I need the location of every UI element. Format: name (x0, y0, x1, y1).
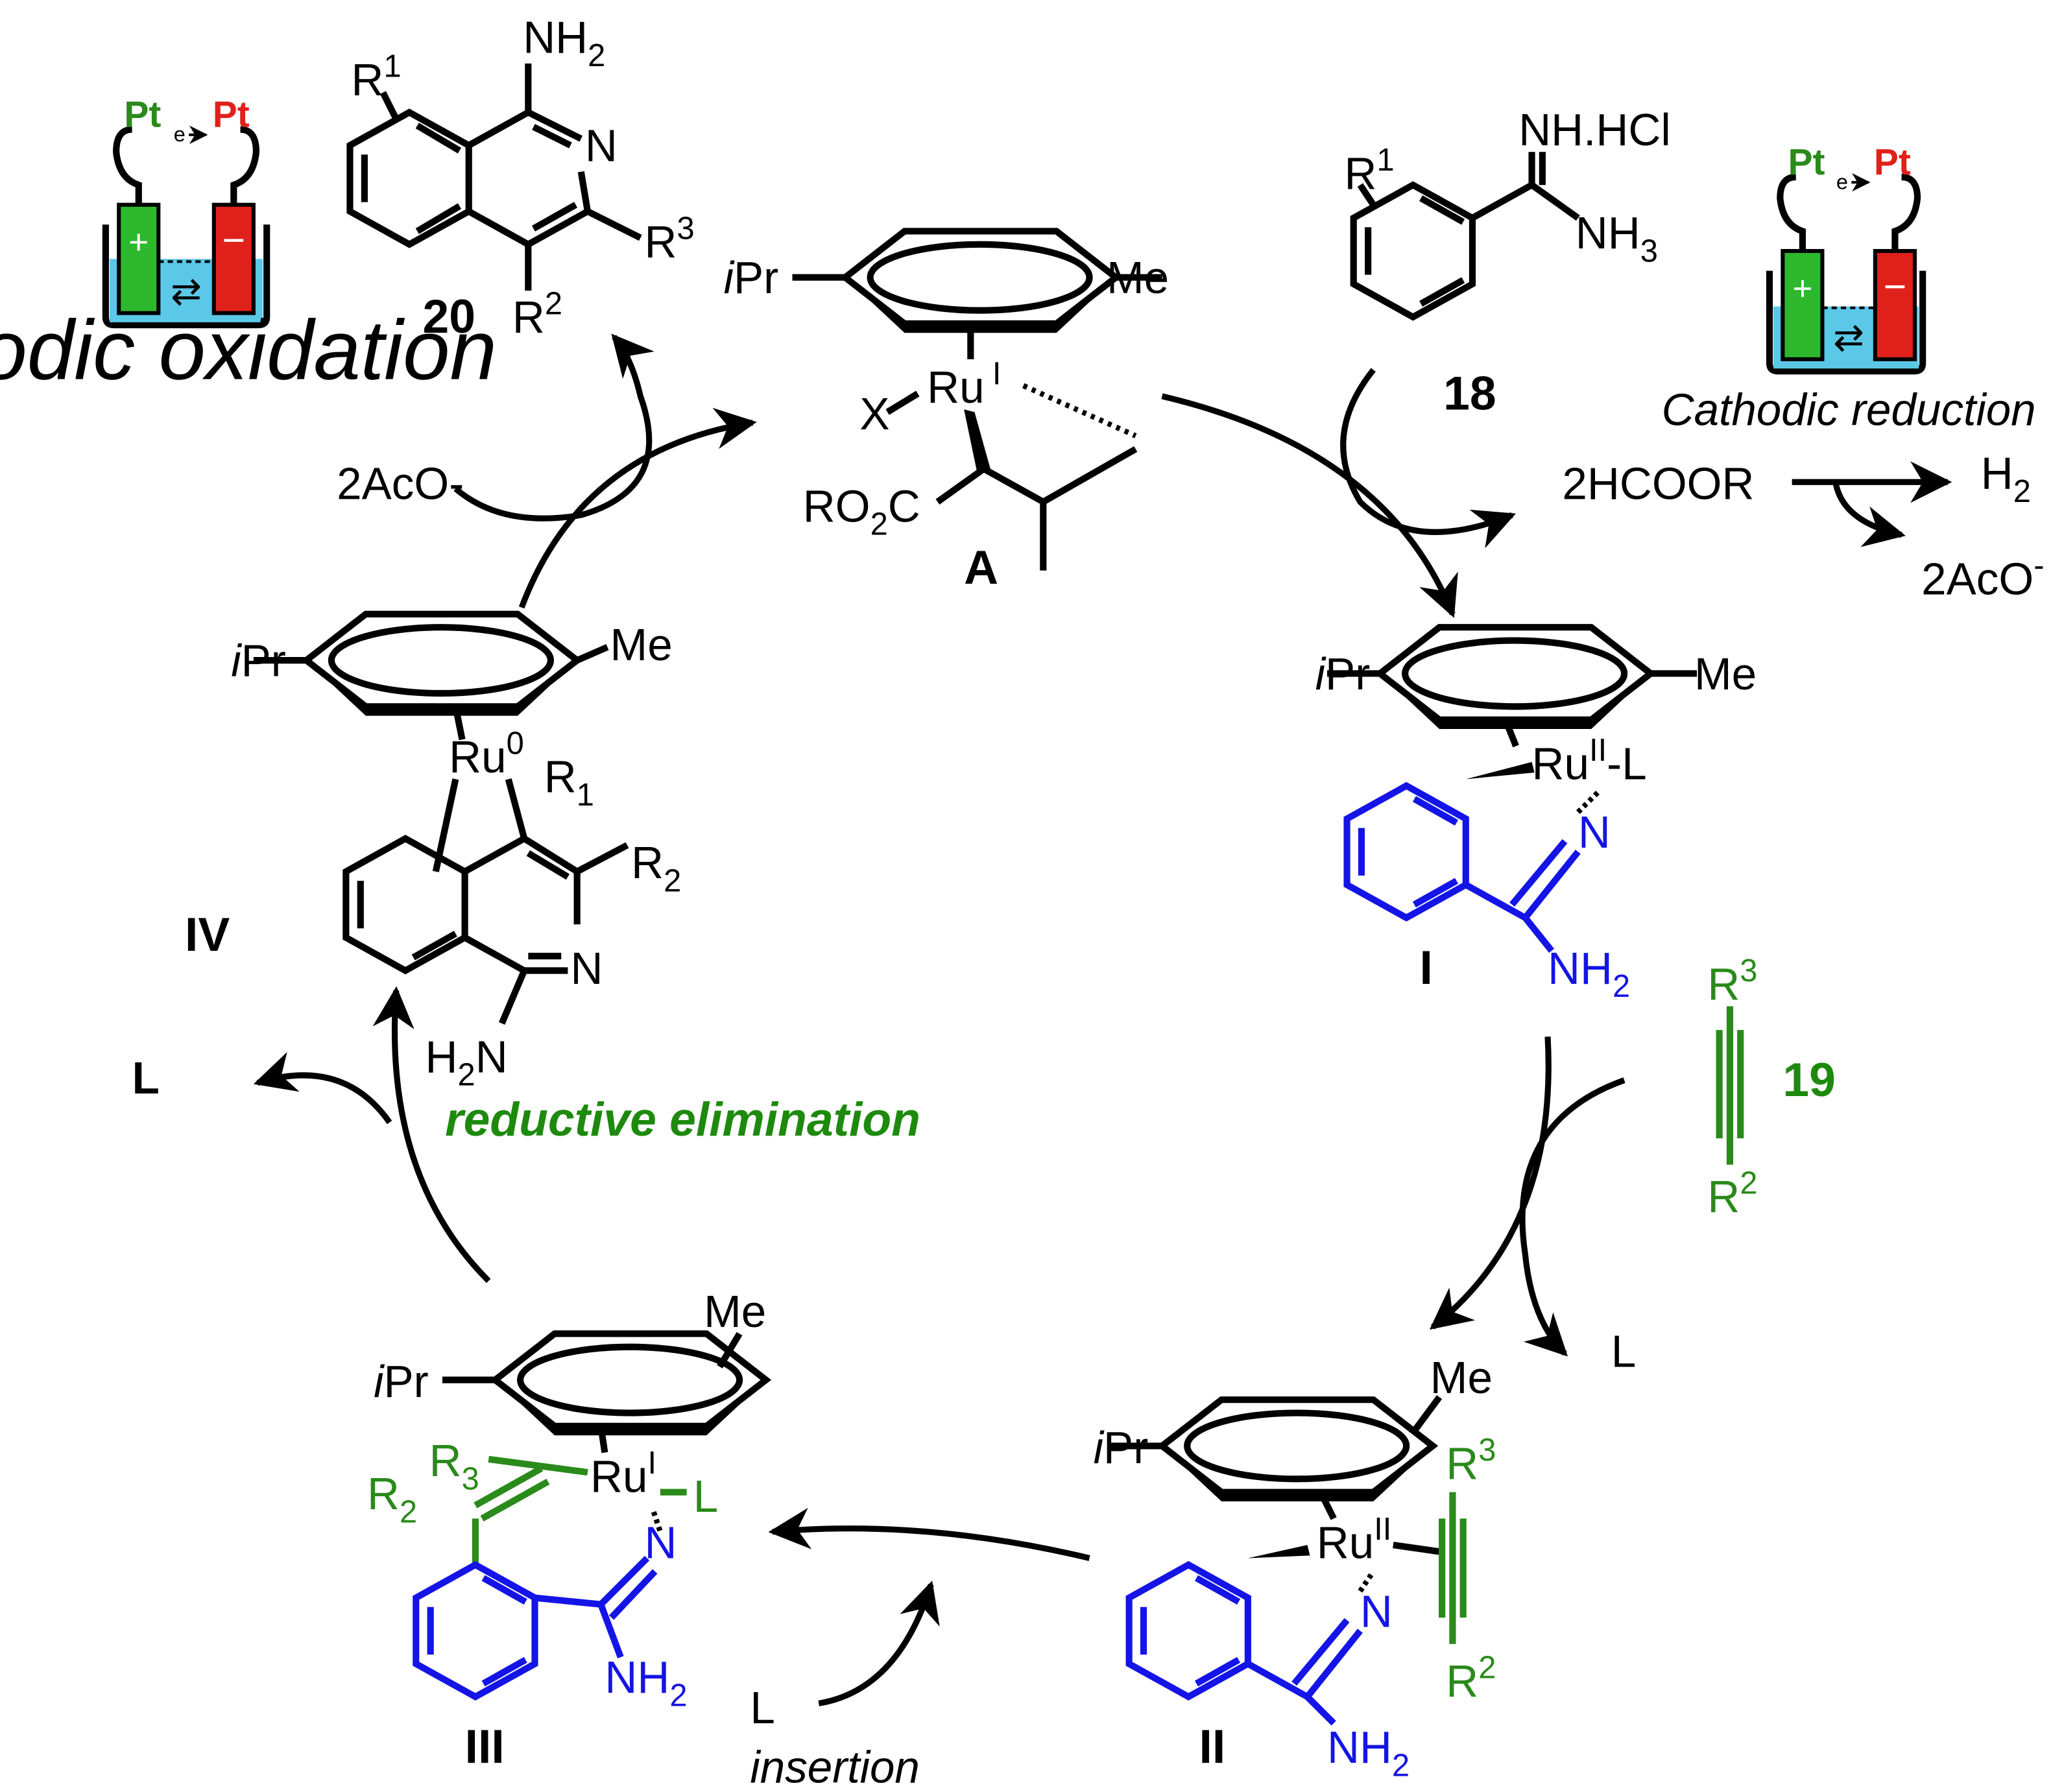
complex-IV-label: IV (185, 908, 230, 961)
arrow-substrate-18-in (1340, 368, 1516, 549)
cathodic-anode-plus-sign: + (1792, 269, 1812, 307)
cathodic-cathode-pt-label: Pt (1874, 141, 1911, 183)
complex-A-ipr: iPr (724, 252, 779, 303)
complex-A-label: A (964, 541, 998, 594)
complex-A-x: X (859, 388, 889, 439)
anode-pt-label: Pt (124, 94, 161, 136)
alkyne-r2: R2 (1707, 1166, 1757, 1223)
complex-II-nh2: NH2 (1327, 1722, 1410, 1783)
complex-I-ipr: iPr (1315, 649, 1371, 699)
cathodic-reduction-label: Cathodic reduction (1662, 385, 2036, 435)
complex-III-me: Me (704, 1286, 766, 1337)
complex-II-label: II (1199, 1720, 1226, 1773)
ligand-out-left: L (132, 1053, 160, 1103)
anodic-cell: ⇄ + − Pt Pt e anodic oxidation (0, 94, 497, 398)
complex-I-nh2: NH2 (1548, 943, 1630, 1004)
ligand-out-right: L (1611, 1326, 1637, 1376)
cathodic-cathode-electrode (1873, 248, 1917, 361)
h2-label: H2 (1981, 448, 2031, 508)
hcoor-label: 2HCOOR (1562, 459, 1754, 509)
arrow-alkyne-19-in (1519, 1077, 1626, 1357)
complex-IV-me: Me (610, 619, 673, 670)
complex-IV-r1: R1 (544, 752, 594, 813)
cathodic-transfer-arrows: ⇄ (1833, 317, 1864, 359)
arrow-II-to-III (768, 1507, 1090, 1561)
complex-IV-n: N (570, 943, 603, 994)
substrate-18-hcl: NH.HCl (1518, 104, 1671, 155)
cycle-arrows: L L insertion L reductive elimination 2A… (132, 333, 1637, 1792)
cathodic-half-reaction: 2HCOOR H2 2AcO- (1562, 448, 2044, 604)
alkyne-r3: R3 (1707, 953, 1757, 1010)
product-20-n: N (585, 121, 618, 171)
substrate-18-number: 18 (1443, 366, 1496, 420)
complex-III-n: N (644, 1517, 677, 1568)
complex-I: iPr Me RuII-L N NH2 I (1315, 624, 1757, 1004)
complex-III-l: L (693, 1471, 719, 1522)
product-20-r1: R1 (352, 49, 402, 105)
substrate-18: NH.HCl NH3 R1 18 (1344, 104, 1670, 420)
complex-III: iPr Me RuI L R3 R2 N NH2 III (367, 1286, 772, 1773)
complex-A-ro2c: RO2C (803, 481, 920, 542)
complex-II-r3: R3 (1446, 1433, 1496, 1489)
complex-II-ru: RuII (1317, 1512, 1392, 1568)
acetate-right-label: 2AcO- (1921, 548, 2044, 604)
substrate-18-r1: R1 (1344, 143, 1394, 199)
complex-III-ipr: iPr (374, 1356, 429, 1407)
complex-III-nh2: NH2 (605, 1652, 687, 1713)
cathodic-electron-label: e (1836, 170, 1848, 193)
ligand-in-label: L (750, 1682, 775, 1733)
product-20-nh2: NH2 (523, 12, 605, 73)
arrow-IV-to-A (518, 407, 757, 609)
product-20-r3: R3 (644, 211, 694, 268)
reductive-elimination-label: reductive elimination (445, 1093, 920, 1146)
complex-II-me: Me (1430, 1352, 1493, 1403)
arrow-A-to-I (1161, 393, 1458, 618)
arrow-III-to-IV (372, 986, 491, 1284)
cathode-minus-sign: − (222, 218, 246, 262)
complex-I-ru: RuII-L (1532, 733, 1647, 789)
product-20-r2: R2 (512, 287, 562, 343)
complex-II-ipr: iPr (1094, 1422, 1149, 1473)
anode-plus-sign: + (128, 223, 149, 261)
cathodic-cathode-minus-sign: − (1884, 264, 1907, 308)
complex-III-r2: R2 (367, 1468, 417, 1529)
product-20: NH2 N R1 R3 R2 20 (346, 12, 695, 343)
arrow-ligand-out-left (253, 1051, 392, 1125)
complex-II-r2: R2 (1446, 1651, 1496, 1707)
product-20-number: 20 (422, 290, 475, 343)
complex-III-r3: R3 (429, 1435, 479, 1496)
complex-IV: iPr Me Ru0 R1 R2 N H2N IV (185, 610, 681, 1093)
electron-transfer-arrows: ⇄ (171, 270, 202, 312)
alkyne-19: R3 R2 19 (1707, 953, 1836, 1222)
arrow-ligand-in (818, 1581, 940, 1706)
complex-IV-h2n: H2N (426, 1031, 508, 1092)
cathode-pt-label: Pt (213, 94, 250, 136)
electron-label: e (174, 123, 186, 146)
complex-IV-ipr: iPr (231, 636, 286, 686)
complex-II: iPr Me RuII N NH2 R3 R2 II (1094, 1352, 1496, 1783)
acetate-left-label: 2AcO- (337, 459, 464, 509)
alkyne-19-number: 19 (1782, 1053, 1836, 1106)
anode-electrode (117, 202, 161, 315)
complex-III-ru: RuI (590, 1446, 656, 1502)
cathodic-cell: ⇄ + − Pt Pt e Cathodic reduction (1662, 141, 2036, 435)
complex-IV-ru: Ru0 (449, 726, 524, 783)
insertion-label: insertion (750, 1742, 920, 1792)
complex-A-me: Me (1107, 252, 1169, 303)
cathodic-anode-electrode (1781, 248, 1825, 361)
complex-I-label: I (1420, 941, 1433, 994)
complex-IV-r2: R2 (631, 837, 681, 898)
complex-I-n: N (1578, 807, 1611, 857)
cathodic-anode-pt-label: Pt (1788, 141, 1825, 183)
complex-I-me: Me (1694, 649, 1757, 699)
substrate-18-nh3: NH3 (1576, 208, 1658, 269)
anodic-oxidation-label: anodic oxidation (0, 302, 497, 397)
complex-III-label: III (465, 1720, 505, 1773)
arrow-product-20-out (453, 333, 654, 521)
complex-II-n: N (1360, 1586, 1393, 1636)
